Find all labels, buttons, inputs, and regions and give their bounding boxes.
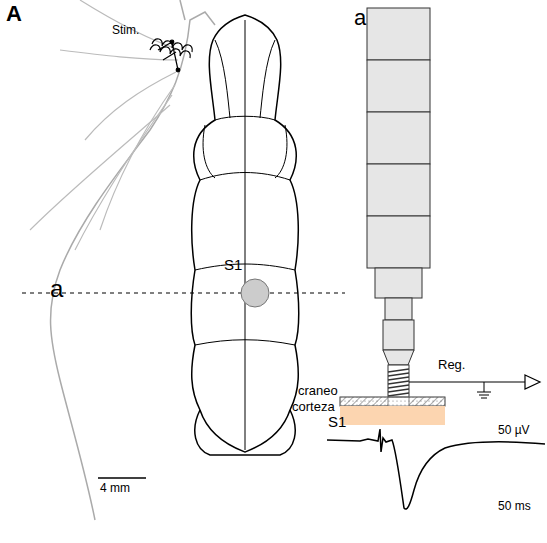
section-label: a <box>50 276 63 302</box>
screw-thread <box>388 385 409 388</box>
screw-thread <box>388 393 409 396</box>
screw-thread <box>388 381 409 384</box>
area-label: S1 <box>224 257 242 274</box>
recording-label: Reg. <box>438 358 465 372</box>
scale-label: 50 µV <box>498 424 530 437</box>
scale-label: 4 mm <box>100 482 130 495</box>
screw-thread <box>388 389 409 392</box>
layer-label: craneo <box>298 384 338 398</box>
screw-thread <box>388 373 409 376</box>
trace-label: S1 <box>328 414 346 431</box>
section-label: a <box>354 6 366 30</box>
screw-thread <box>388 377 409 380</box>
scale-label: 50 ms <box>498 500 531 513</box>
screw-thread <box>388 369 409 372</box>
panel-letter: A <box>6 2 22 26</box>
layer-label: corteza <box>292 400 335 414</box>
stimulus-label: Stim. <box>112 24 139 37</box>
